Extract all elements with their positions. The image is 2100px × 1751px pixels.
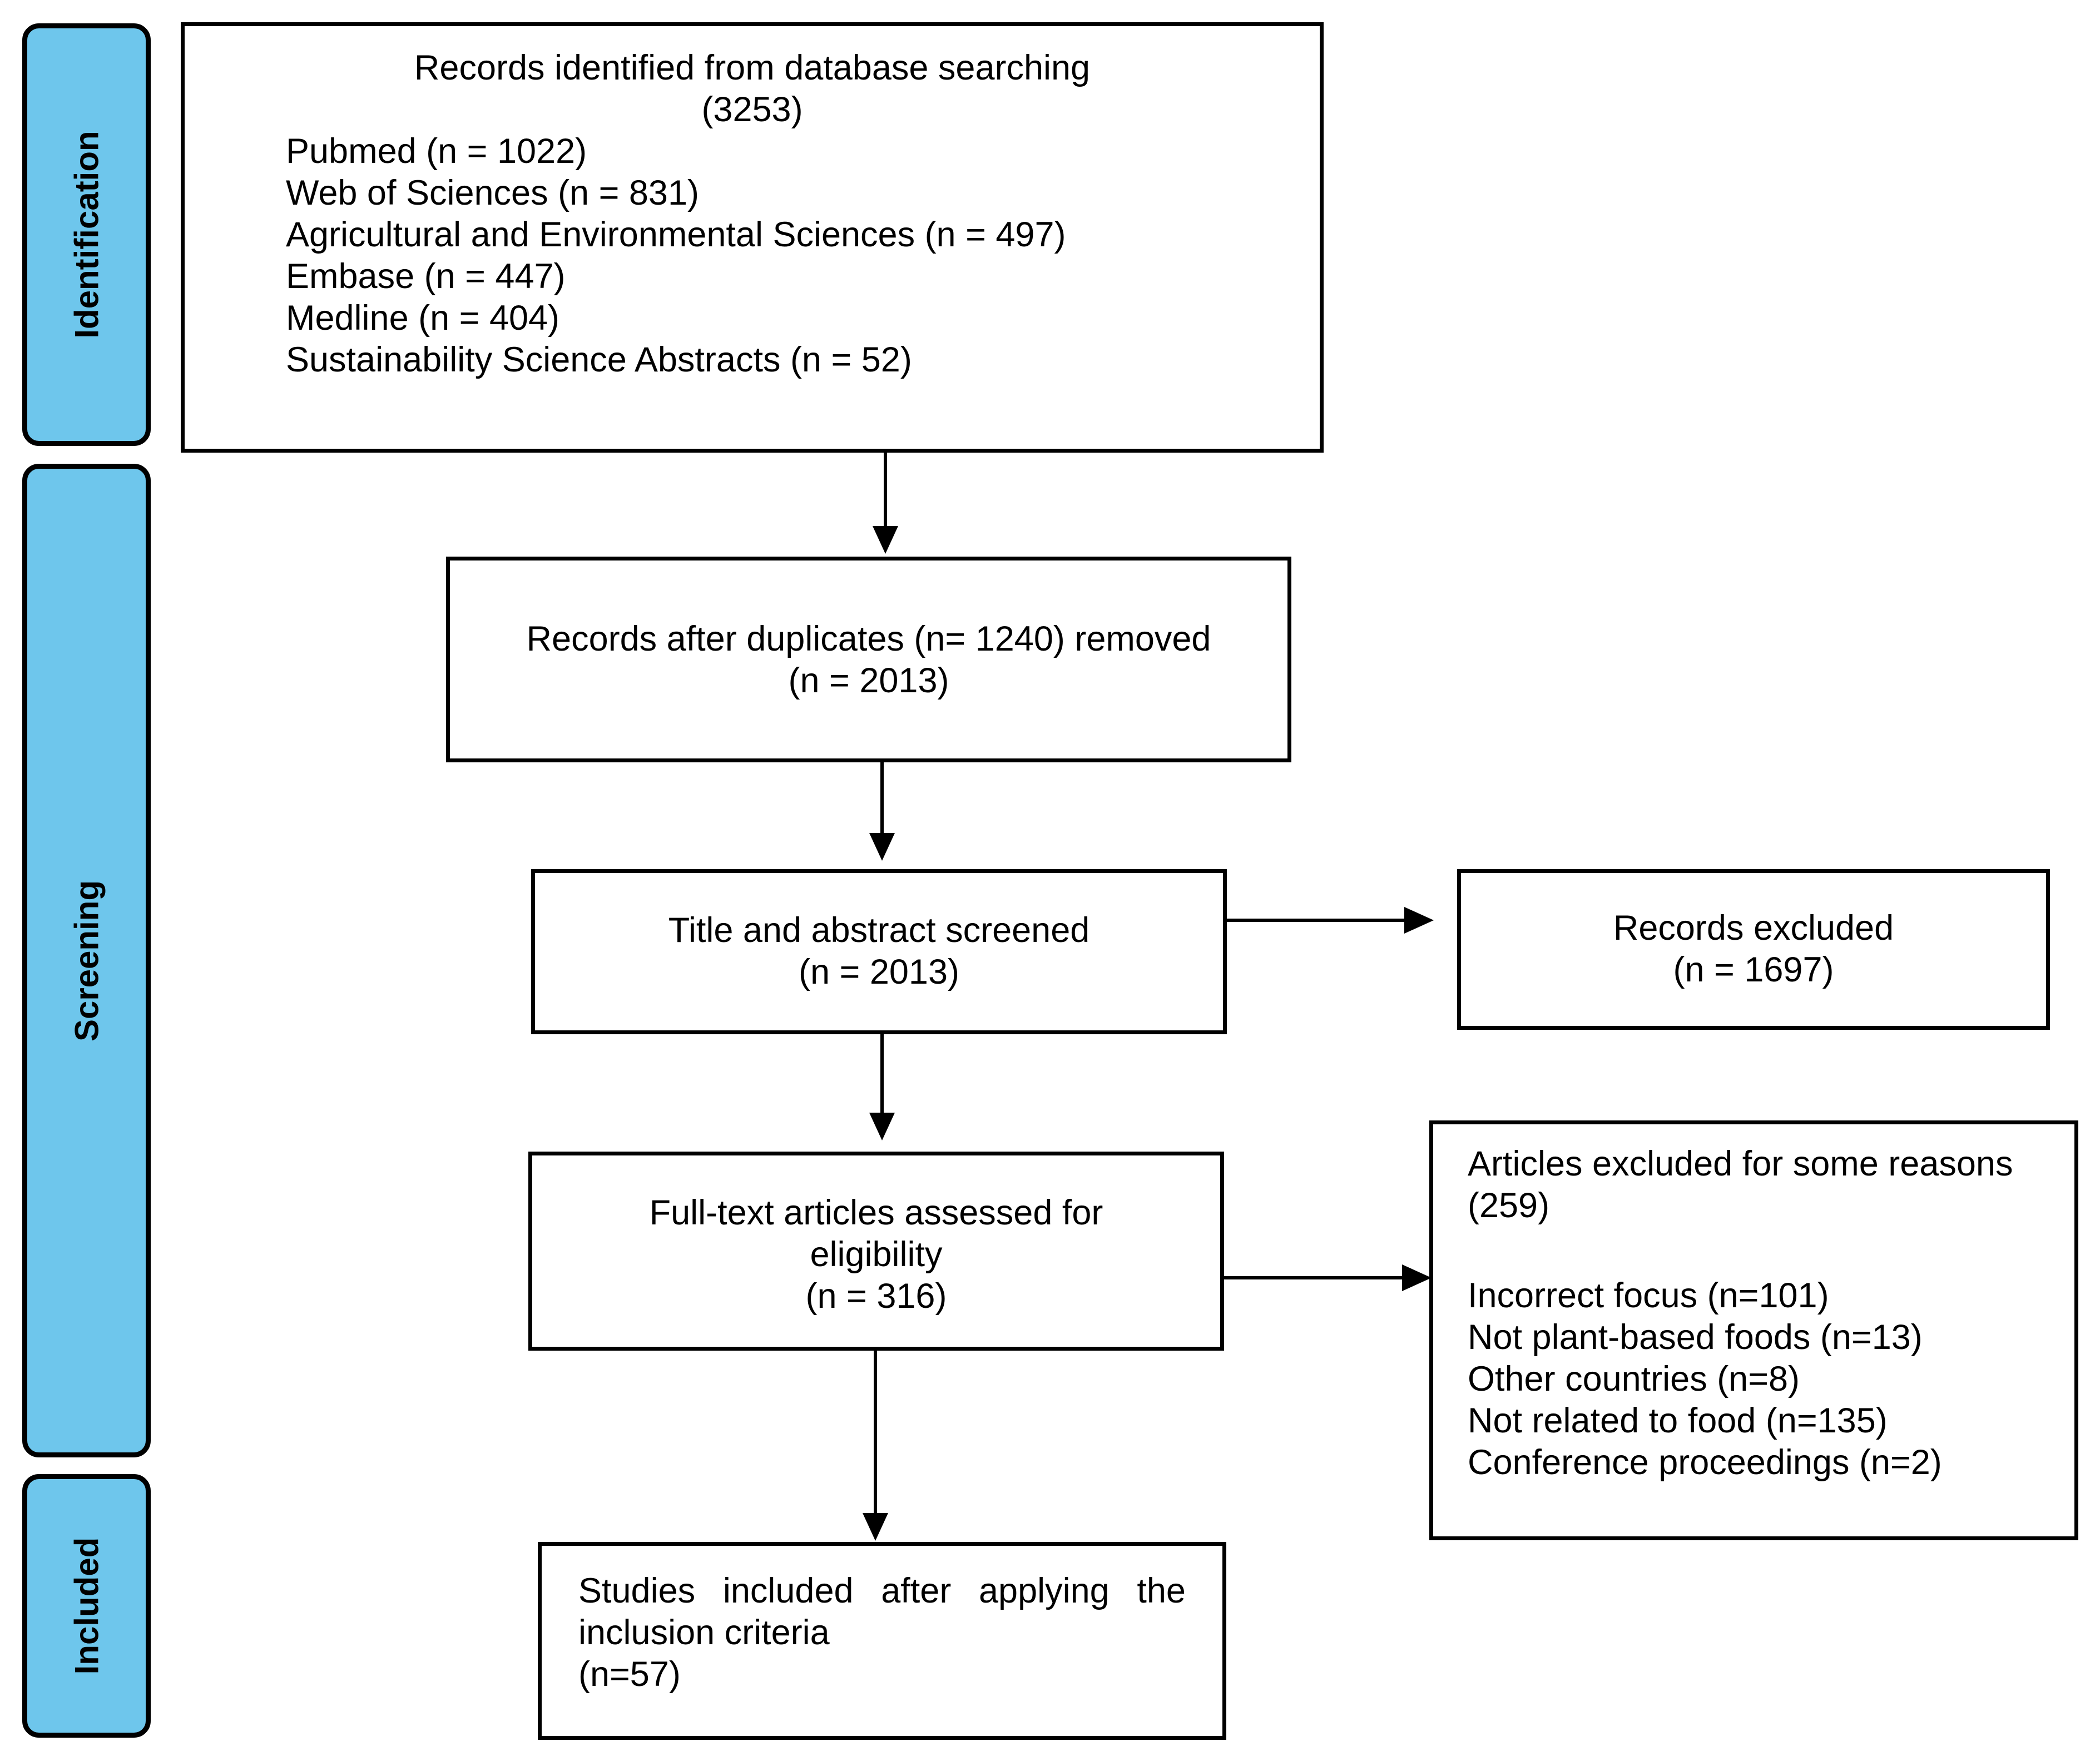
box-studies-included: Studies included after applying the incl… (538, 1542, 1226, 1740)
box-fulltext-assessed: Full-text articles assessed for eligibil… (528, 1152, 1224, 1351)
excluded-articles-total: (259) (1468, 1186, 1550, 1225)
identified-total: (3253) (701, 90, 803, 129)
excluded-records-line2: (n = 1697) (1673, 950, 1834, 989)
included-line3: (n=57) (578, 1655, 681, 1694)
included-word: Studies (578, 1571, 696, 1610)
included-word: after (881, 1571, 952, 1610)
exclusion-reason-list: Incorrect focus (n=101) Not plant-based … (1468, 1275, 2074, 1484)
exclusion-reason: Not related to food (n=135) (1468, 1401, 1888, 1440)
box-title-abstract-screened: Title and abstract screened (n = 2013) (531, 869, 1227, 1034)
arrow-fulltext-to-included (863, 1351, 888, 1541)
included-word: included (722, 1571, 854, 1610)
arrow-fulltext-to-excluded-articles (1224, 1264, 1432, 1291)
screened-line1: Title and abstract screened (668, 911, 1090, 950)
duplicates-line1: Records after duplicates (n= 1240) remov… (526, 619, 1211, 658)
exclusion-reason: Not plant-based foods (n=13) (1468, 1318, 1923, 1357)
source-item: Web of Sciences (n = 831) (286, 173, 699, 212)
phase-included: Included (22, 1474, 151, 1738)
identified-title: Records identified from database searchi… (414, 48, 1091, 87)
arrow-identified-to-duplicates (873, 453, 898, 554)
exclusion-reason: Conference proceedings (n=2) (1468, 1443, 1942, 1482)
fulltext-line2: eligibility (810, 1235, 943, 1274)
screened-line2: (n = 2013) (799, 953, 959, 991)
included-line2: inclusion criteria (578, 1613, 830, 1652)
included-word: applying (979, 1571, 1110, 1610)
source-item: Sustainability Science Abstracts (n = 52… (286, 340, 912, 379)
source-item: Agricultural and Environmental Sciences … (286, 215, 1066, 254)
duplicates-line2: (n = 2013) (788, 661, 949, 700)
arrow-screened-to-excluded (1227, 907, 1434, 934)
excluded-records-line1: Records excluded (1613, 909, 1894, 948)
included-word: the (1137, 1571, 1186, 1610)
exclusion-reason: Incorrect focus (n=101) (1468, 1276, 1829, 1315)
fulltext-line3: (n = 316) (805, 1277, 947, 1316)
box-articles-excluded: Articles excluded for some reasons (259)… (1429, 1120, 2078, 1540)
box-records-excluded: Records excluded (n = 1697) (1457, 869, 2050, 1030)
source-list: Pubmed (n = 1022) Web of Sciences (n = 8… (185, 131, 1320, 381)
phase-identification: Identification (22, 23, 151, 446)
box-records-identified: Records identified from database searchi… (181, 22, 1324, 453)
source-item: Pubmed (n = 1022) (286, 132, 587, 171)
box-records-after-duplicates: Records after duplicates (n= 1240) remov… (446, 557, 1291, 762)
source-item: Embase (n = 447) (286, 257, 566, 296)
arrow-screened-to-fulltext (869, 1034, 895, 1140)
included-line1: Studies included after applying the (578, 1570, 1186, 1612)
source-item: Medline (n = 404) (286, 299, 560, 338)
exclusion-reason: Other countries (n=8) (1468, 1360, 1800, 1398)
arrow-duplicates-to-screened (869, 762, 895, 861)
excluded-articles-title: Articles excluded for some reasons (1468, 1144, 2013, 1183)
phase-screening: Screening (22, 464, 151, 1457)
fulltext-line1: Full-text articles assessed for (649, 1193, 1103, 1232)
